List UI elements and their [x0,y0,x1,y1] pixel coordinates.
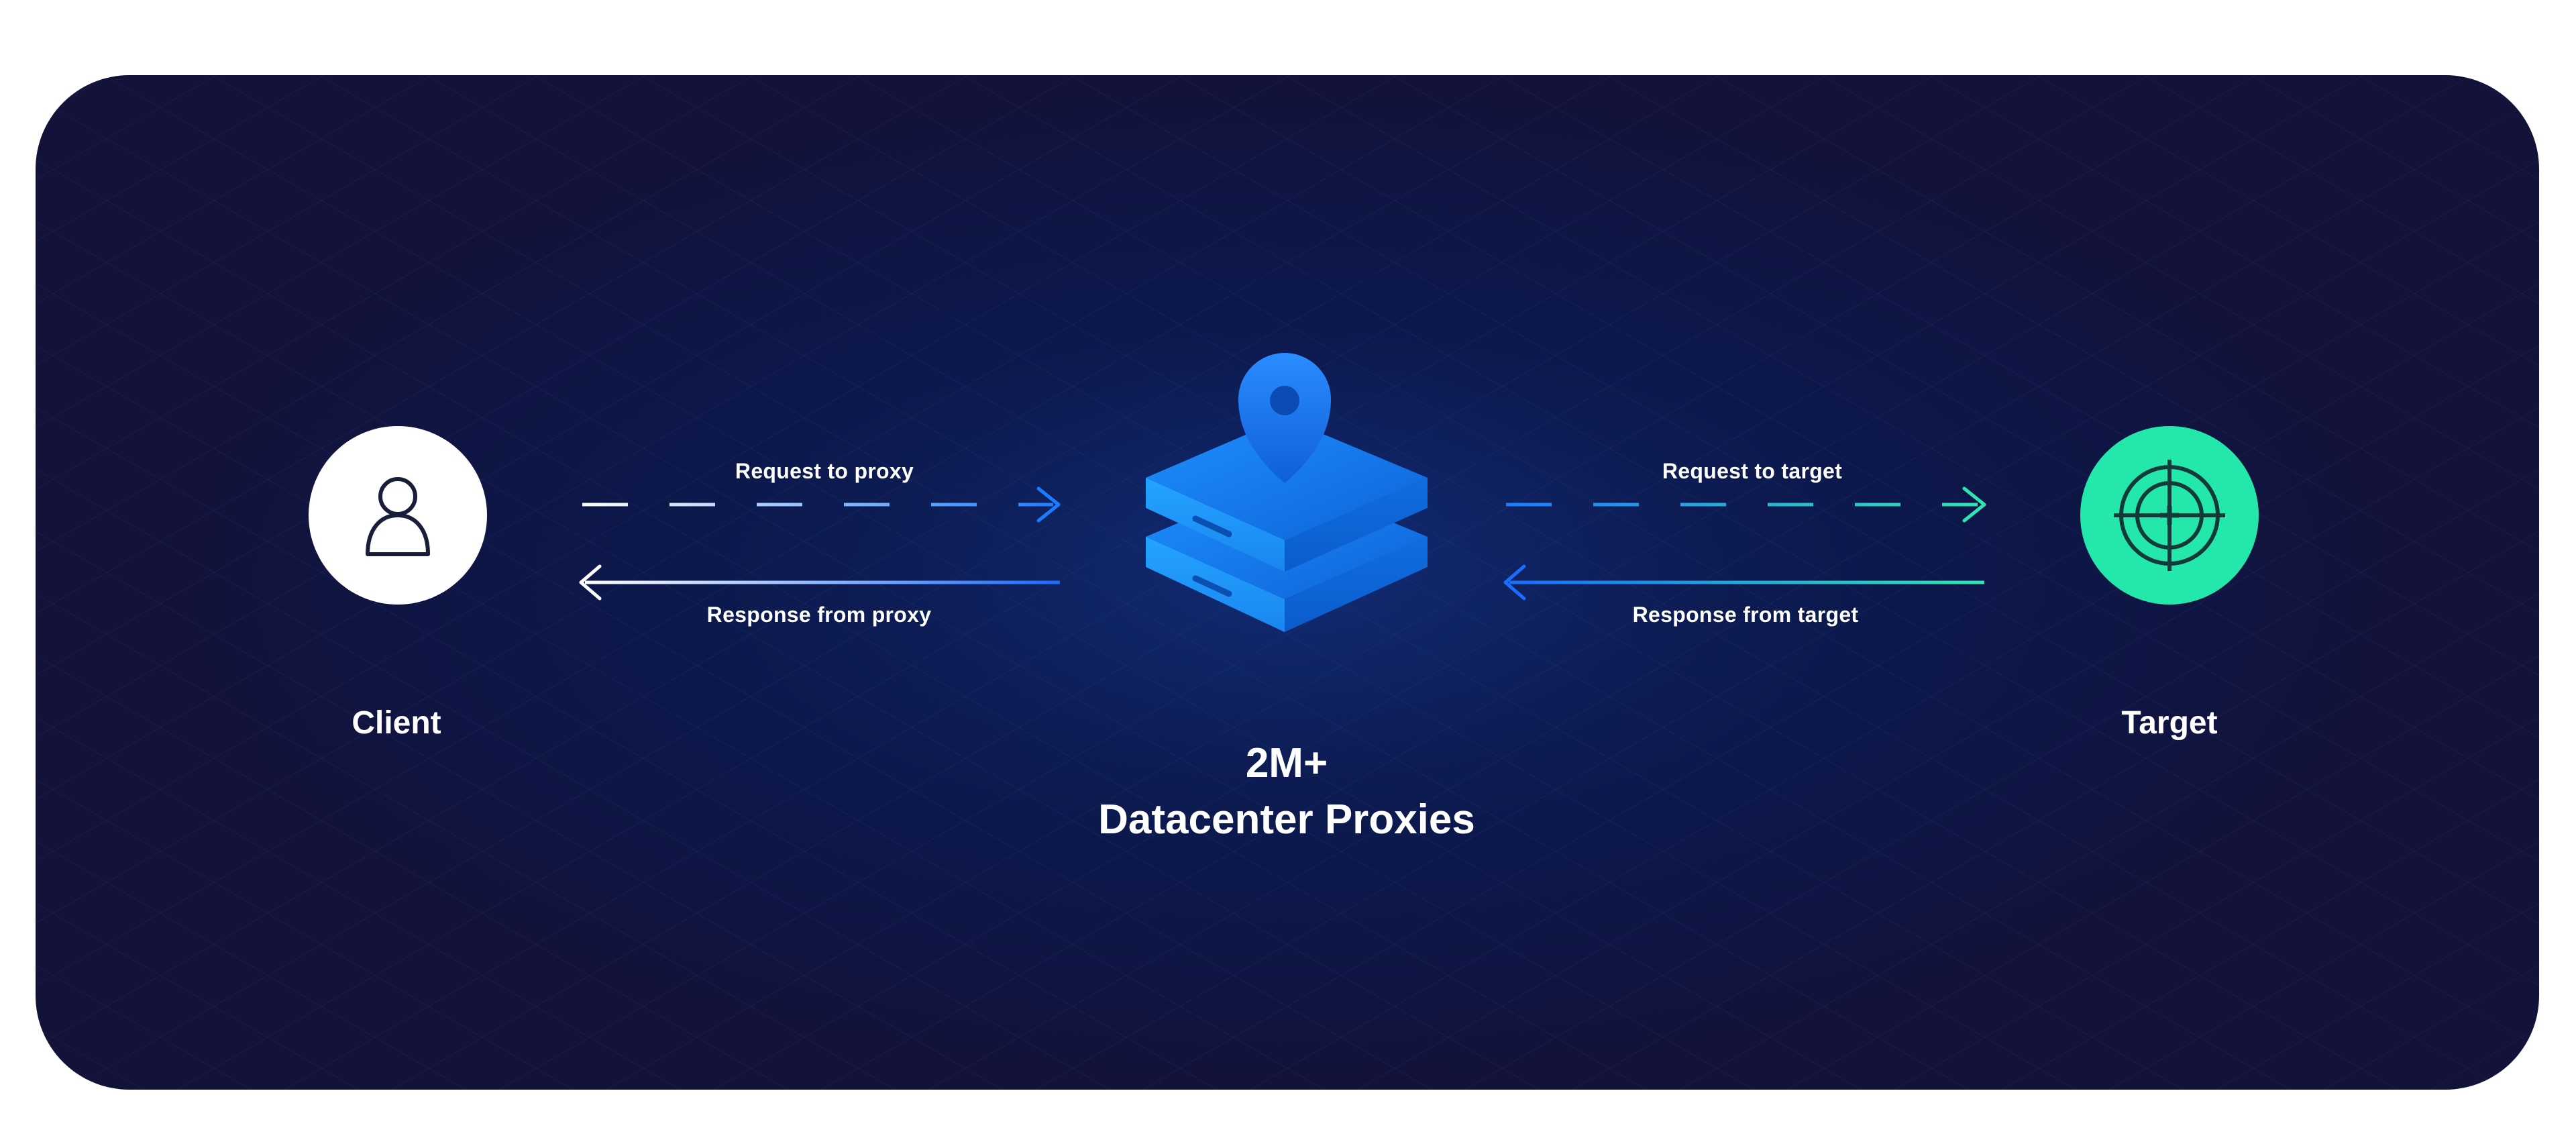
target-node [2080,426,2259,605]
request-to-target-label: Request to target [1662,459,1843,483]
proxy-name: Datacenter Proxies [1098,796,1475,843]
response-from-proxy-arrow [579,564,1060,601]
response-from-target-arrow [1503,564,1984,601]
request-to-target-arrow [1506,486,1986,523]
location-pin-icon [1238,353,1331,483]
request-to-proxy-arrow [582,486,1061,523]
target-label: Target [2121,705,2218,741]
response-from-proxy-label: Response from proxy [706,603,932,627]
client-node [309,426,487,605]
server-stack-location-icon [1146,353,1428,632]
user-icon [366,477,430,556]
response-from-target-label: Response from target [1632,603,1859,627]
proxy-label: 2M+ Datacenter Proxies [1098,735,1475,848]
request-to-proxy-label: Request to proxy [735,459,914,483]
crosshair-target-icon [2114,460,2225,571]
proxy-count: 2M+ [1245,740,1328,786]
client-label: Client [352,705,441,741]
